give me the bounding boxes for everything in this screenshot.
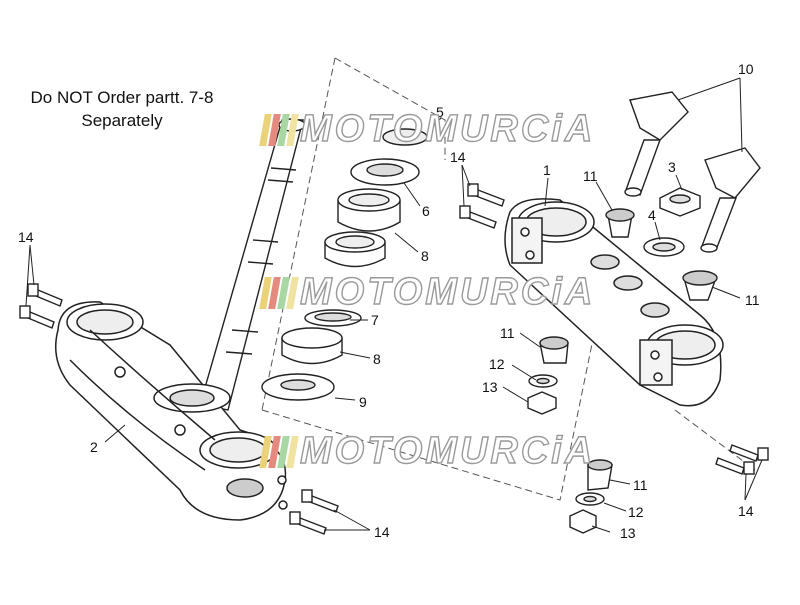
watermark-text: MOTOMURCiA: [299, 107, 596, 150]
callout-7: 7: [371, 312, 379, 328]
nut-and-washer: [643, 187, 701, 257]
callout-6: 6: [422, 203, 430, 219]
washers-nuts: [527, 374, 605, 534]
rubber-bushings: [539, 208, 718, 491]
watermark-logo-bars: [259, 114, 299, 146]
callout-14a: 14: [18, 229, 34, 245]
callout-14d: 14: [738, 503, 754, 519]
bolts: [19, 183, 769, 535]
callout-8a: 8: [421, 248, 429, 264]
callout-11a: 11: [583, 168, 598, 184]
watermark-text: MOTOMURCiA: [299, 429, 596, 472]
order-note-line2: Separately: [81, 111, 163, 130]
steering-stem: [199, 118, 306, 411]
watermark-logo-bars: [259, 277, 299, 309]
watermark-logo-bars: [259, 436, 299, 468]
callout-9: 9: [359, 394, 367, 410]
callout-11b: 11: [745, 292, 760, 308]
order-note: Do NOT Order partt. 7-8 Separately: [14, 86, 230, 132]
bearing-stack: [261, 128, 428, 401]
upper-triple-clamp: [504, 198, 724, 407]
callout-14b: 14: [450, 149, 466, 165]
callout-12a: 12: [489, 356, 505, 372]
callout-3: 3: [668, 159, 676, 175]
callout-4: 4: [648, 207, 656, 223]
callout-2: 2: [90, 439, 98, 455]
callout-13a: 13: [482, 379, 498, 395]
callout-1: 1: [543, 162, 551, 178]
clip-on-handlebars: [624, 91, 761, 253]
callout-13b: 13: [620, 525, 636, 541]
callout-5: 5: [436, 104, 444, 120]
order-note-line1: Do NOT Order partt. 7-8: [30, 88, 214, 107]
lower-triple-clamp: [55, 301, 288, 521]
callout-11c: 11: [500, 325, 515, 341]
callout-11d: 11: [633, 477, 648, 493]
callout-12b: 12: [628, 504, 644, 520]
callout-10: 10: [738, 61, 754, 77]
leader-lines: [25, 77, 763, 533]
watermark-text: MOTOMURCiA: [299, 270, 596, 313]
callout-14c: 14: [374, 524, 390, 540]
dash-guide: [261, 57, 756, 501]
callout-8b: 8: [373, 351, 381, 367]
